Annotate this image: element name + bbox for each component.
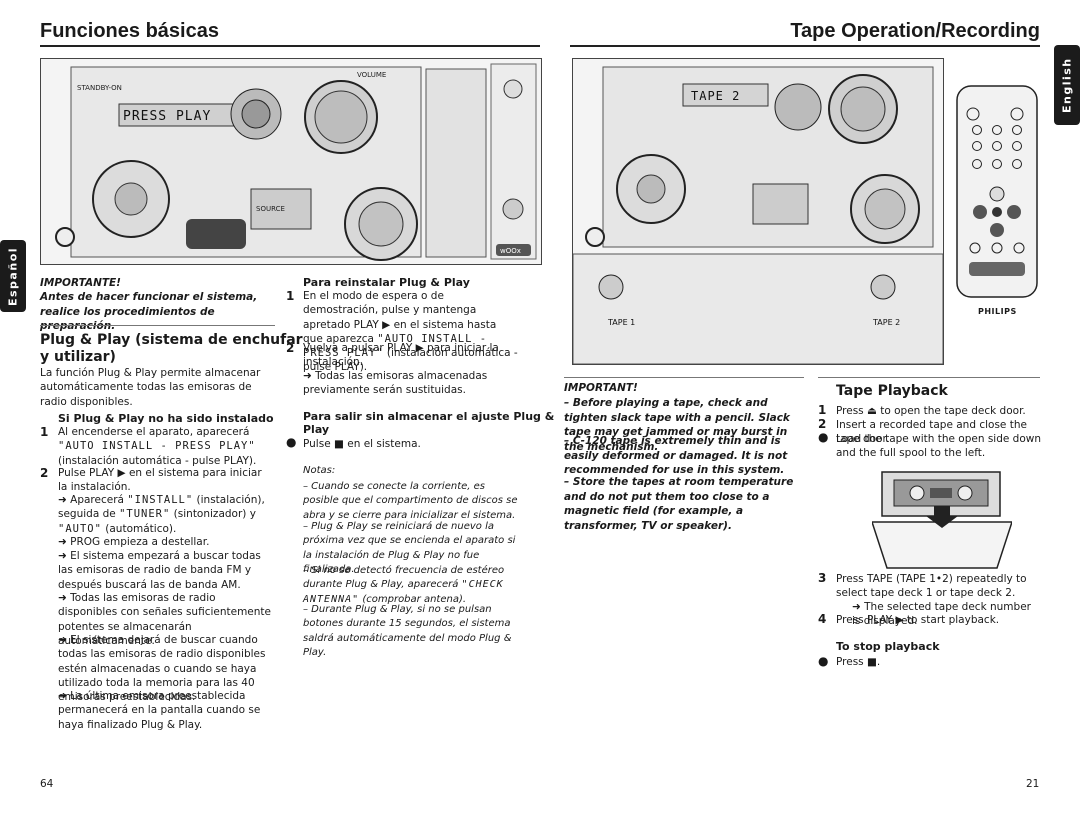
playback-step3: Press TAPE (TAPE 1•2) repeatedly to sele…	[836, 573, 1027, 600]
playback-step1: Press ⏏ to open the tape deck door.	[836, 405, 1026, 417]
right-display-text: TAPE 2	[691, 89, 740, 103]
volume-label: VOLUME	[357, 71, 386, 79]
nota-4: – Durante Plug & Play, si no se pulsan b…	[303, 604, 512, 659]
arrow-note-4: ➜ Todas las emisoras de radio disponible…	[58, 592, 271, 647]
language-tab-espanol: Español	[0, 240, 26, 312]
exit-subtitle-line1: Para salir sin almacenar el ajuste Plug …	[303, 410, 555, 423]
bullet-dot: ●	[286, 435, 297, 449]
not-installed-step2: Pulse PLAY ▶ en el sistema para iniciar …	[58, 467, 262, 494]
cassette-insert-figure	[870, 470, 1014, 570]
source-label: SOURCE	[256, 205, 285, 213]
playback-step-number-4: 4	[818, 612, 827, 626]
not-installed-step1: Al encenderse el aparato, aparecerá "AUT…	[58, 426, 257, 467]
right-page-number: 21	[1026, 778, 1040, 790]
right-section-rule	[818, 377, 1040, 378]
playback-bullet-text: Load the tape with the open side down an…	[836, 433, 1042, 460]
reinstall-subtitle: Para reinstalar Plug & Play	[303, 276, 470, 289]
stereo-system-figure-left: STANDBY-ON VOLUME SOURCE wOOx PRESS PLAY	[40, 58, 542, 265]
left-page-number: 64	[40, 778, 54, 790]
importante-body: Antes de hacer funcionar el sistema, rea…	[40, 291, 258, 332]
reinstall-step-number-1: 1	[286, 289, 295, 303]
nota-1: – Cuando se conecte la corriente, es pos…	[303, 481, 518, 521]
philips-brand-label: PHILIPS	[978, 307, 1017, 316]
stereo-system-figure-right: TAPE 2 TAPE 1 TAPE 2	[572, 58, 944, 365]
playback-step3-arrow: ➜ The selected tape deck number is displ…	[852, 601, 1031, 628]
plug-play-title-line1: Plug & Play (sistema de enchufar	[40, 332, 303, 348]
playback-bullet-1: ●	[818, 430, 829, 444]
woox-label: wOOx	[500, 247, 521, 255]
right-important-rule	[564, 377, 804, 378]
reinstall-step2: Vuelva a pulsar PLAY ▶ para iniciar la i…	[303, 342, 499, 369]
left-display-text: PRESS PLAY	[123, 109, 211, 124]
playback-step4: Press PLAY ▶ to start playback.	[836, 614, 1000, 626]
nota-2: – Plug & Play se reiniciará de nuevo la …	[303, 521, 516, 576]
cassette-illustration	[870, 471, 1014, 569]
standby-label: STANDBY-ON	[77, 84, 122, 92]
plug-play-title-line2: y utilizar)	[40, 349, 116, 365]
exit-subtitle-line2: Play	[303, 423, 330, 436]
important-title: IMPORTANT!	[564, 382, 638, 394]
nota-3: – Si no se detectó frecuencia de estéreo…	[303, 565, 505, 605]
step-number-2: 2	[40, 466, 49, 480]
playback-step-number-2: 2	[818, 417, 827, 431]
step-number-1: 1	[40, 425, 49, 439]
language-tab-english: English	[1054, 45, 1080, 125]
playback-step2: Insert a recorded tape and close the tap…	[836, 419, 1027, 446]
stereo-front-panel-illustration: STANDBY-ON VOLUME SOURCE wOOx PRESS PLAY	[55, 63, 537, 261]
reinstall-step-number-2: 2	[286, 341, 295, 355]
left-header-rule	[40, 45, 540, 47]
remote-control-illustration	[956, 85, 1038, 298]
left-page-title: Funciones básicas	[40, 20, 219, 42]
exit-bullet-text: Pulse ■ en el sistema.	[303, 438, 421, 450]
left-section-rule	[40, 325, 275, 326]
arrow-note-1: ➜ Aparecerá "INSTALL" (instalación), seg…	[58, 494, 265, 535]
reinstall-arrow: ➜ Todas las emisoras almacenadas previam…	[303, 370, 488, 397]
important-note-2: – C-120 tape is extremely thin and is ea…	[564, 435, 788, 476]
notas-title: Notas:	[303, 465, 336, 476]
arrow-note-5: ➜ El sistema dejará de buscar cuando tod…	[58, 634, 266, 704]
stop-bullet-text: Press ■.	[836, 656, 881, 668]
plug-play-intro: La función Plug & Play permite almacenar…	[40, 367, 261, 408]
tape-deck-illustration: TAPE 2 TAPE 1 TAPE 2	[573, 66, 943, 364]
reinstall-step1: En el modo de espera o de demostración, …	[303, 290, 518, 374]
playback-step-number-3: 3	[818, 571, 827, 585]
playback-step-number-1: 1	[818, 403, 827, 417]
arrow-note-2: ➜ PROG empieza a destellar.	[58, 536, 210, 548]
arrow-note-3: ➜ El sistema empezará a buscar todas las…	[58, 550, 261, 591]
tape-playback-title: Tape Playback	[836, 383, 948, 399]
right-header-rule	[570, 45, 1040, 47]
importante-title: IMPORTANTE!	[40, 277, 121, 289]
stop-playback-subtitle: To stop playback	[836, 640, 940, 653]
remote-control-figure	[955, 84, 1039, 299]
right-page-title: Tape Operation/Recording	[790, 20, 1040, 42]
important-note-3: – Store the tapes at room temperature an…	[564, 476, 794, 532]
tape-1-label: TAPE 1	[607, 318, 635, 327]
not-installed-subtitle: Si Plug & Play no ha sido instalado	[58, 412, 274, 425]
important-note-1: – Before playing a tape, check and tight…	[564, 397, 790, 453]
tape-2-label: TAPE 2	[872, 318, 900, 327]
stop-bullet-dot: ●	[818, 654, 829, 668]
arrow-note-6: ➜ La última emisora preestablecida perma…	[58, 690, 261, 731]
